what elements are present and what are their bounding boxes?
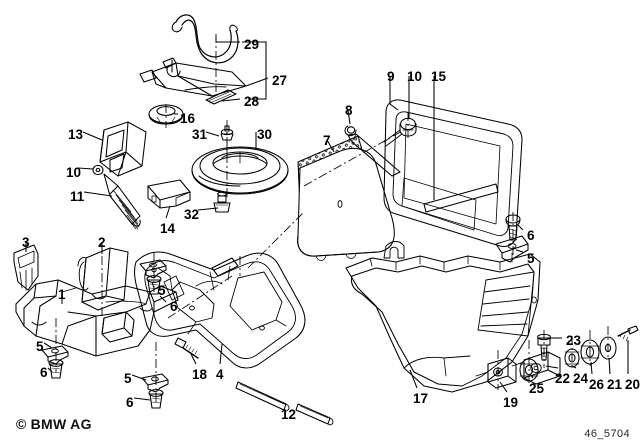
callout-9: 9 [387,69,395,84]
copyright-notice: © BMW AG [16,416,92,432]
callout-15: 15 [431,69,447,84]
part-3-shape [13,244,39,291]
part-5-right-shape [495,235,529,263]
part-32-shape [213,191,231,213]
callout-16: 16 [180,111,196,126]
callout-2: 2 [98,235,106,250]
part-8-shape [344,125,401,177]
part-9-15-shape [383,99,523,247]
callout-11: 11 [70,189,85,204]
callout-6: 6 [126,395,134,410]
callout-30: 30 [257,127,273,142]
part-29-shape [171,14,239,64]
part-11-shape [103,173,141,230]
callout-13: 13 [68,127,84,142]
callout-1: 1 [58,287,66,302]
callout-10: 10 [66,165,82,180]
callout-22: 22 [555,371,571,386]
part-27-shape [139,57,247,97]
callout-25: 25 [529,381,545,396]
callout-28: 28 [244,94,260,109]
callout-6: 6 [40,365,48,380]
part-2-shape [77,247,129,311]
callout-23: 23 [566,333,582,348]
part-13-shape [99,121,147,177]
callout-21: 21 [607,377,623,392]
callout-5: 5 [158,283,166,298]
callout-4: 4 [216,367,224,382]
callout-10: 10 [407,69,423,84]
callout-7: 7 [323,133,331,148]
callout-20: 20 [625,377,640,392]
callout-32: 32 [184,207,200,222]
fastener-5-a-shape [41,345,69,365]
callout-26: 26 [589,377,605,392]
part-14-shape [147,179,191,209]
callout-31: 31 [192,127,208,142]
callout-3: 3 [22,235,30,250]
callout-5: 5 [527,251,535,266]
callout-6: 6 [170,299,178,314]
callout-18: 18 [192,367,208,382]
callout-19: 19 [503,395,519,410]
callout-17: 17 [413,391,429,406]
part-22-24-shape [511,348,580,385]
callout-12: 12 [281,407,297,422]
callout-8: 8 [345,103,353,118]
copyright-symbol: © [16,416,27,432]
callout-6: 6 [527,228,535,243]
part-1-shape [15,279,179,357]
part-28-shape [205,89,237,105]
part-18-shape [174,337,199,359]
part-30-shape [191,146,289,195]
part-10-left-shape [92,164,104,176]
callout-24: 24 [573,371,589,386]
drawing-number: 46_5704 [584,428,630,440]
part-17-shape [345,253,541,393]
callout-5: 5 [36,339,44,354]
callout-29: 29 [244,37,260,52]
part-7-shape [297,135,395,261]
assembly-axis-lines [55,34,609,402]
callout-27: 27 [272,73,288,88]
callout-5: 5 [124,371,132,386]
part-17-hook-shape [383,241,405,259]
callout-14: 14 [160,221,176,236]
copyright-text: BMW AG [30,416,92,432]
part-4-shape [133,251,306,369]
